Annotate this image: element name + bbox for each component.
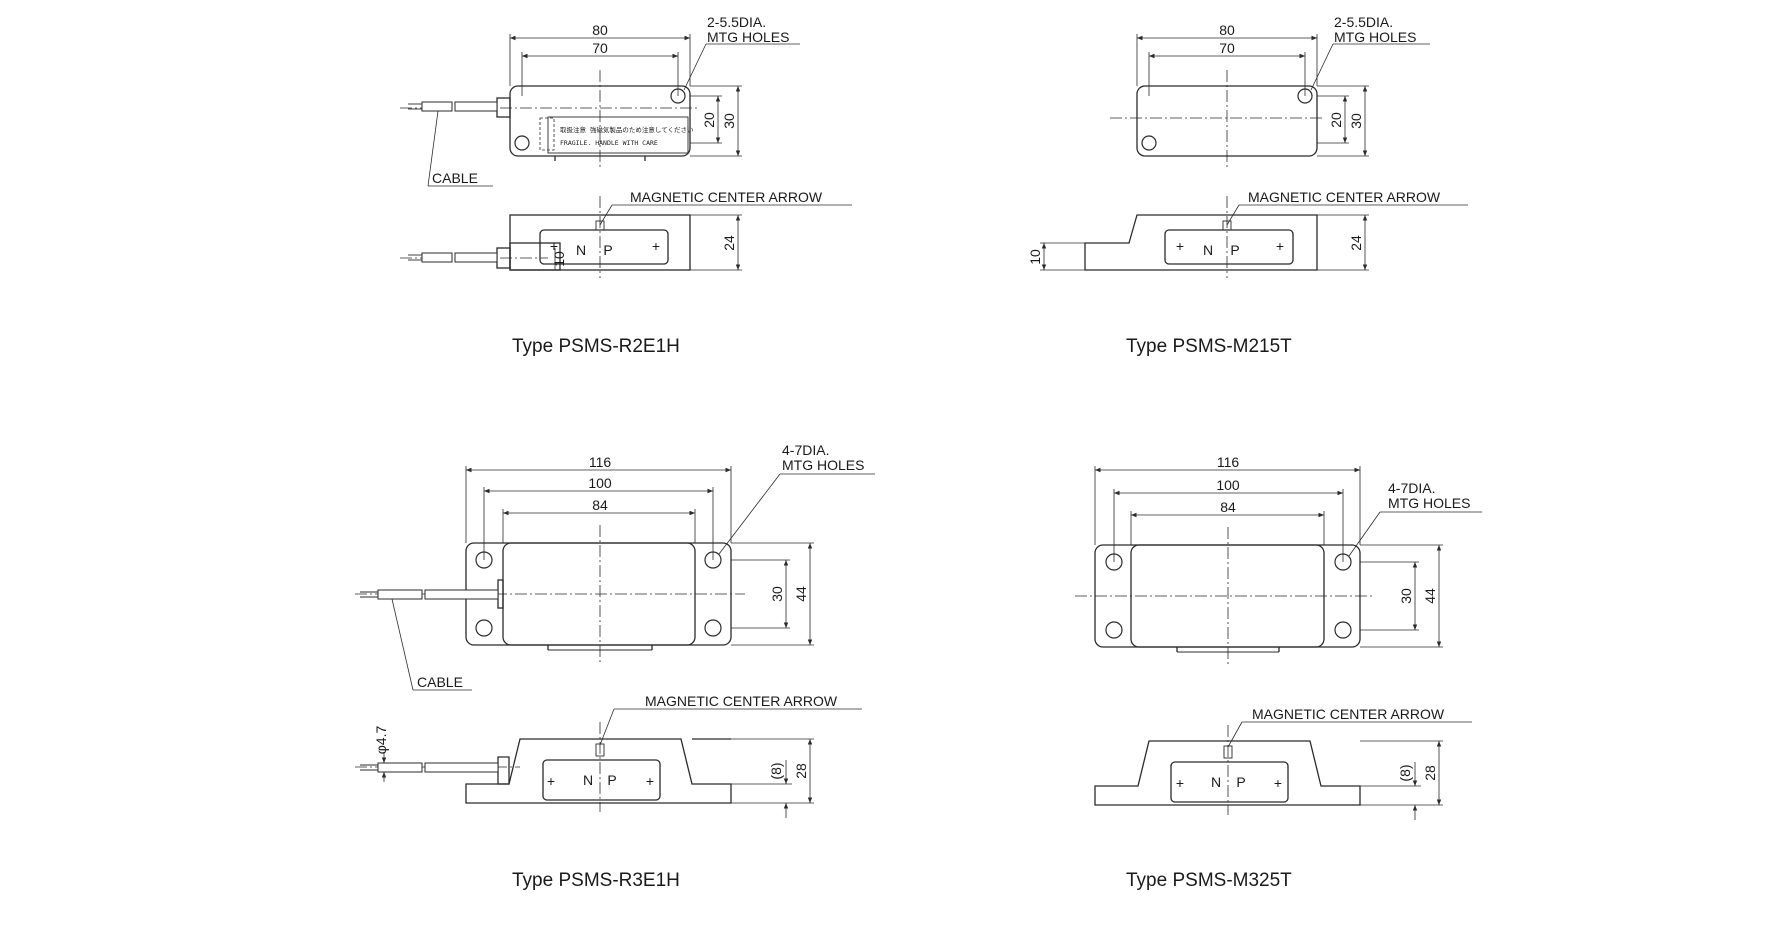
r2e1h-dim-70: 70 — [592, 40, 608, 56]
r3e1h-dim-28: 28 — [793, 763, 809, 779]
m215t-top-view: 80 70 20 30 2-5.5DIA. MTG HOLES — [1110, 14, 1430, 170]
r2e1h-arrow-note: MAGNETIC CENTER ARROW — [630, 189, 823, 205]
m325t-pole-p: P — [1236, 774, 1245, 790]
drawing-m215t: 80 70 20 30 2-5.5DIA. MTG HOLES N P + — [1027, 14, 1468, 357]
r2e1h-side-cable — [408, 247, 511, 269]
m215t-dim-24: 24 — [1348, 235, 1364, 251]
m215t-dim-30: 30 — [1348, 113, 1364, 129]
r2e1h-cable — [408, 97, 511, 118]
svg-text:+: + — [1276, 238, 1284, 254]
r3e1h-title: Type PSMS-R3E1H — [512, 870, 680, 891]
m215t-dim-10: 10 — [1027, 249, 1043, 265]
r2e1h-holes-note-line2: MTG HOLES — [707, 29, 789, 45]
r3e1h-mounting-hole — [475, 619, 493, 637]
r2e1h-dim-10: 10 — [551, 251, 567, 267]
m215t-side-view: N P + + 24 10 MAGNETIC CENTER ARROW — [1027, 189, 1468, 278]
r2e1h-title: Type PSMS-R2E1H — [512, 336, 680, 357]
m215t-arrow-note: MAGNETIC CENTER ARROW — [1248, 189, 1441, 205]
drawing-r3e1h: 116 100 84 30 44 4-7DIA. MTG HOLES CABLE — [355, 442, 875, 891]
m215t-pole-p: P — [1230, 242, 1239, 258]
r3e1h-dim-44: 44 — [793, 586, 809, 602]
r3e1h-dim-84: 84 — [592, 497, 608, 513]
r3e1h-dim-100: 100 — [588, 475, 612, 491]
r3e1h-dim-phi: φ4.7 — [373, 726, 389, 755]
r2e1h-cable-label: CABLE — [432, 170, 478, 186]
m325t-title: Type PSMS-M325T — [1126, 870, 1292, 891]
r2e1h-side-view: N P + + 24 10 MAGNETIC CENTER ARROW — [400, 189, 852, 278]
m215t-dim-80: 80 — [1219, 22, 1235, 38]
r3e1h-holes-note-line2: MTG HOLES — [782, 457, 864, 473]
r2e1h-dim-30: 30 — [721, 113, 737, 129]
m215t-mounting-hole — [1141, 135, 1157, 151]
m325t-dim-28: 28 — [1422, 765, 1438, 781]
svg-text:+: + — [1274, 775, 1282, 791]
svg-text:+: + — [1176, 238, 1184, 254]
m325t-dim-44: 44 — [1422, 588, 1438, 604]
r3e1h-mounting-hole — [704, 619, 722, 637]
drawing-m325t: 116 100 84 30 44 4-7DIA. MTG HOLES — [1075, 454, 1482, 891]
m215t-title: Type PSMS-M215T — [1126, 336, 1292, 357]
m325t-mounting-hole — [1105, 621, 1123, 639]
r2e1h-mounting-hole — [514, 135, 530, 151]
svg-text:+: + — [652, 238, 660, 254]
m325t-dim-84: 84 — [1220, 499, 1236, 515]
r3e1h-side-cable — [360, 756, 510, 785]
m325t-dim-30: 30 — [1398, 588, 1414, 604]
m325t-pole-n: N — [1211, 774, 1221, 790]
m215t-dim-20: 20 — [1328, 112, 1344, 128]
m215t-pole-n: N — [1203, 242, 1213, 258]
m325t-holes-note-line1: 4-7DIA. — [1388, 480, 1435, 496]
m215t-dim-70: 70 — [1219, 40, 1235, 56]
r3e1h-pole-n: N — [583, 772, 593, 788]
r3e1h-cable — [360, 579, 504, 609]
r3e1h-dim-30: 30 — [769, 586, 785, 602]
m325t-holes-note-line2: MTG HOLES — [1388, 495, 1470, 511]
svg-text:+: + — [547, 773, 555, 789]
r3e1h-dim-116: 116 — [589, 454, 612, 470]
r3e1h-top-view: 116 100 84 30 44 4-7DIA. MTG HOLES CABLE — [355, 442, 875, 691]
r2e1h-holes-note-line1: 2-5.5DIA. — [707, 14, 766, 30]
drawing-r2e1h: 取扱注意 強磁気製品のため注意してください FRAGILE. HANDLE WI… — [400, 14, 852, 357]
r3e1h-side-view: N P + + φ4.7 (8) 28 MA — [355, 693, 862, 818]
m325t-mounting-hole — [1334, 621, 1352, 639]
r2e1h-caution-label-jp: 取扱注意 強磁気製品のため注意してください — [560, 125, 694, 134]
m325t-side-view: N P + + (8) 28 MAGNETIC CENTER ARROW — [1094, 706, 1472, 820]
r3e1h-pole-p: P — [607, 772, 616, 788]
m325t-top-view: 116 100 84 30 44 4-7DIA. MTG HOLES — [1075, 454, 1482, 664]
r2e1h-dim-80: 80 — [592, 22, 608, 38]
m325t-dim-8: (8) — [1397, 764, 1413, 781]
m325t-dim-116: 116 — [1217, 454, 1240, 470]
r2e1h-pole-p: P — [603, 242, 612, 258]
r2e1h-dim-24: 24 — [721, 235, 737, 251]
r3e1h-cable-label: CABLE — [417, 674, 463, 690]
r2e1h-top-view: 取扱注意 強磁気製品のため注意してください FRAGILE. HANDLE WI… — [400, 14, 800, 187]
r2e1h-dim-20: 20 — [701, 112, 717, 128]
r3e1h-arrow-note: MAGNETIC CENTER ARROW — [645, 693, 838, 709]
r2e1h-pole-n: N — [576, 242, 586, 258]
svg-text:+: + — [550, 238, 558, 254]
m215t-holes-note-line2: MTG HOLES — [1334, 29, 1416, 45]
svg-text:+: + — [646, 773, 654, 789]
r2e1h-caution-label-en: FRAGILE. HANDLE WITH CARE — [560, 139, 658, 147]
r3e1h-holes-note-line1: 4-7DIA. — [782, 442, 829, 458]
r3e1h-dim-8: (8) — [768, 762, 784, 779]
svg-text:+: + — [1176, 775, 1184, 791]
m325t-arrow-note: MAGNETIC CENTER ARROW — [1252, 706, 1445, 722]
m215t-holes-note-line1: 2-5.5DIA. — [1334, 14, 1393, 30]
m325t-dim-100: 100 — [1216, 477, 1240, 493]
